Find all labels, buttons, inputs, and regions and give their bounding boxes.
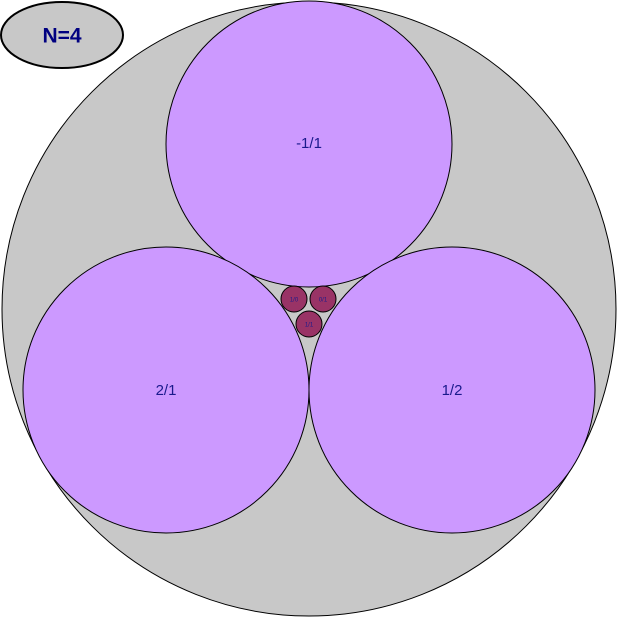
n-badge: N=4 [0,1,124,69]
n-badge-label: N=4 [42,25,81,48]
circle-small-right-label: 0/1 [319,298,328,304]
circle-top: -1/1 [165,0,453,288]
circle-left-label: 2/1 [156,382,177,399]
circle-right-label: 1/2 [442,382,463,399]
circle-small-bottom: 1/1 [295,310,323,338]
circle-left: 2/1 [22,246,310,534]
circle-top-label: -1/1 [296,135,322,152]
circle-small-left-label: 1/0 [290,298,299,304]
circle-right: 1/2 [308,246,596,534]
circle-small-right: 0/1 [309,285,337,313]
circle-small-bottom-label: 1/1 [305,323,314,329]
circle-small-left: 1/0 [280,285,308,313]
